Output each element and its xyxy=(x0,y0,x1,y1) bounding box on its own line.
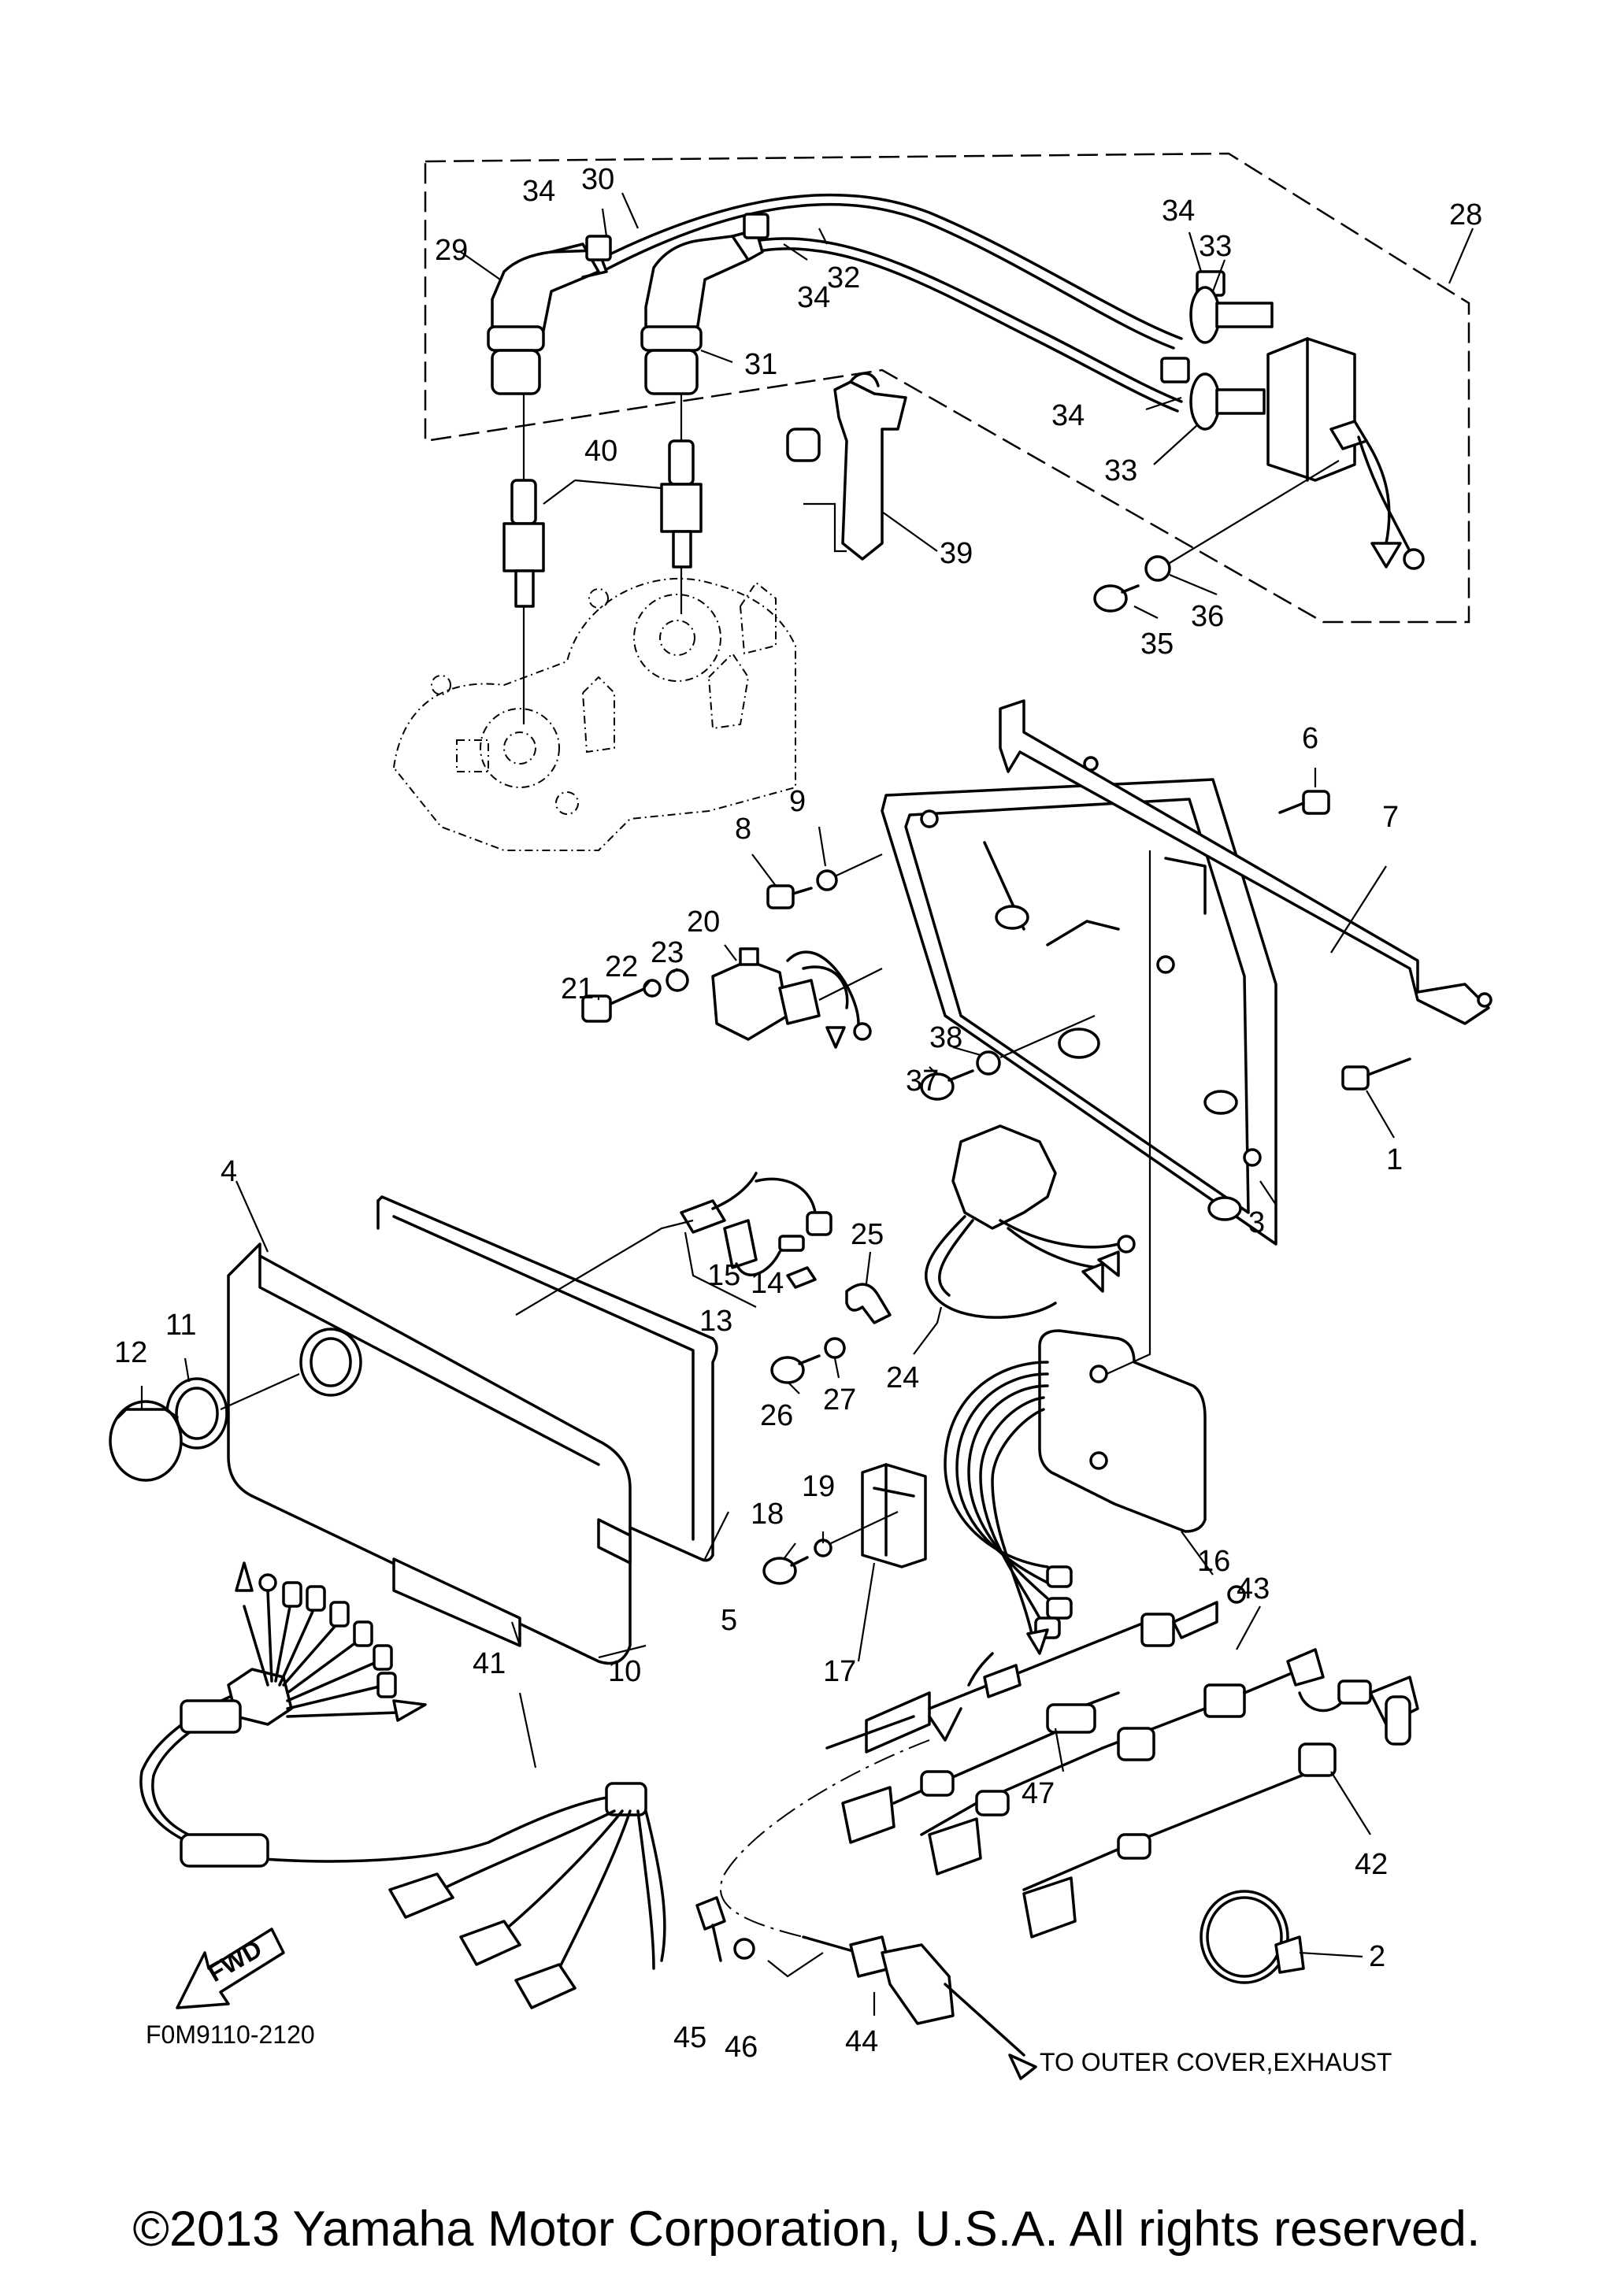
callout-1: 1 xyxy=(1386,1143,1403,1176)
callout-46: 46 xyxy=(725,2031,758,2064)
callout-6: 6 xyxy=(1302,722,1318,755)
wire-clamp xyxy=(845,1283,892,1324)
bolt-1 xyxy=(1341,1057,1411,1091)
callout-8: 8 xyxy=(735,813,751,846)
callout-28: 28 xyxy=(1449,198,1482,231)
callout-3: 3 xyxy=(1248,1206,1265,1239)
ignition-coil xyxy=(1189,286,1425,570)
callout-41: 41 xyxy=(473,1647,506,1680)
forward-direction-arrow: FWD xyxy=(176,1928,285,2009)
bolt-6 xyxy=(1278,790,1330,815)
cable-tie xyxy=(1200,1890,1305,1984)
spark-plugs xyxy=(502,394,703,724)
main-wire-harness xyxy=(139,1561,666,2009)
callout-10: 10 xyxy=(608,1655,641,1688)
callout-45: 45 xyxy=(673,2021,706,2054)
callout-13: 13 xyxy=(699,1305,732,1338)
callout-22: 22 xyxy=(605,950,638,983)
mounting-bracket xyxy=(999,699,1492,1025)
callout-36: 36 xyxy=(1191,600,1224,633)
figure-code: F0M9110-2120 xyxy=(146,2020,315,2049)
callout-15: 15 xyxy=(707,1259,740,1292)
fuse-holder xyxy=(515,1172,832,1316)
cdi-unit xyxy=(944,850,1207,1655)
callout-39: 39 xyxy=(940,537,973,570)
callout-42: 42 xyxy=(1355,1848,1388,1881)
callout-43: 43 xyxy=(1237,1572,1270,1605)
spark-plug-cap-right xyxy=(640,228,764,395)
high-tension-cords xyxy=(597,193,1183,413)
bolt-21-washers xyxy=(581,968,689,1023)
screw-26-washer-27 xyxy=(770,1337,846,1384)
callout-4: 4 xyxy=(221,1155,237,1188)
callout-21: 21 xyxy=(561,972,594,1005)
callout-31: 31 xyxy=(744,348,777,381)
bolt-8-washer-9 xyxy=(766,854,883,909)
part-callouts: 1 2 3 4 5 6 7 8 9 10 11 12 13 14 15 16 1… xyxy=(114,163,1482,2064)
electrical-box-base xyxy=(881,778,1277,1246)
temperature-sensor xyxy=(786,372,938,561)
callout-24: 24 xyxy=(886,1361,919,1394)
sensor-cable xyxy=(720,1739,1037,2080)
callout-20: 20 xyxy=(687,905,720,939)
callout-19: 19 xyxy=(802,1470,835,1503)
terminal-block xyxy=(762,1463,927,1585)
callout-37: 37 xyxy=(906,1065,939,1098)
copyright-footer: ©2013 Yamaha Motor Corporation, U.S.A. A… xyxy=(132,2202,1481,2257)
callout-34b: 34 xyxy=(797,281,830,314)
callout-5: 5 xyxy=(721,1604,737,1637)
routing-note: TO OUTER COVER,EXHAUST xyxy=(1040,2048,1392,2076)
callout-2: 2 xyxy=(1369,1940,1385,1973)
electrical-box-cover xyxy=(227,1242,632,1665)
callout-11: 11 xyxy=(165,1309,196,1342)
callout-7: 7 xyxy=(1382,801,1399,834)
callout-34: 34 xyxy=(522,175,555,208)
callout-29: 29 xyxy=(435,234,468,267)
cover-cap xyxy=(109,1372,300,1482)
callout-30: 30 xyxy=(581,163,614,196)
callout-23: 23 xyxy=(651,936,684,969)
callout-38: 38 xyxy=(929,1021,962,1054)
callout-47: 47 xyxy=(1022,1777,1055,1810)
callout-26: 26 xyxy=(760,1399,793,1432)
coil-bolt-and-washer xyxy=(1093,460,1340,613)
callout-33b: 33 xyxy=(1104,454,1137,487)
callout-9: 9 xyxy=(789,785,806,818)
callout-25: 25 xyxy=(851,1218,884,1251)
callout-17: 17 xyxy=(823,1655,856,1688)
callout-34d: 34 xyxy=(1051,399,1085,432)
callout-32: 32 xyxy=(827,261,860,294)
callout-40: 40 xyxy=(584,435,617,468)
callout-16: 16 xyxy=(1197,1545,1230,1578)
remote-control-cables xyxy=(825,1585,1419,1939)
callout-35: 35 xyxy=(1140,628,1174,661)
callout-leaders xyxy=(140,192,1474,2016)
gasket xyxy=(376,1195,718,1562)
callout-44: 44 xyxy=(845,2025,878,2058)
spark-plug-cap-left xyxy=(487,243,608,395)
ignition-coil-group-boundary xyxy=(424,152,1470,624)
rectifier-regulator xyxy=(711,947,883,1049)
cylinder-head-phantom xyxy=(392,577,796,851)
lead-wire-harness xyxy=(924,1124,1136,1319)
callout-12: 12 xyxy=(114,1336,147,1369)
callout-27: 27 xyxy=(823,1383,856,1416)
callout-14: 14 xyxy=(751,1267,784,1300)
callout-33: 33 xyxy=(1199,230,1232,263)
callout-34c: 34 xyxy=(1162,194,1195,228)
callout-18: 18 xyxy=(751,1498,784,1531)
bolt-45-washer-46 xyxy=(695,1896,755,1962)
